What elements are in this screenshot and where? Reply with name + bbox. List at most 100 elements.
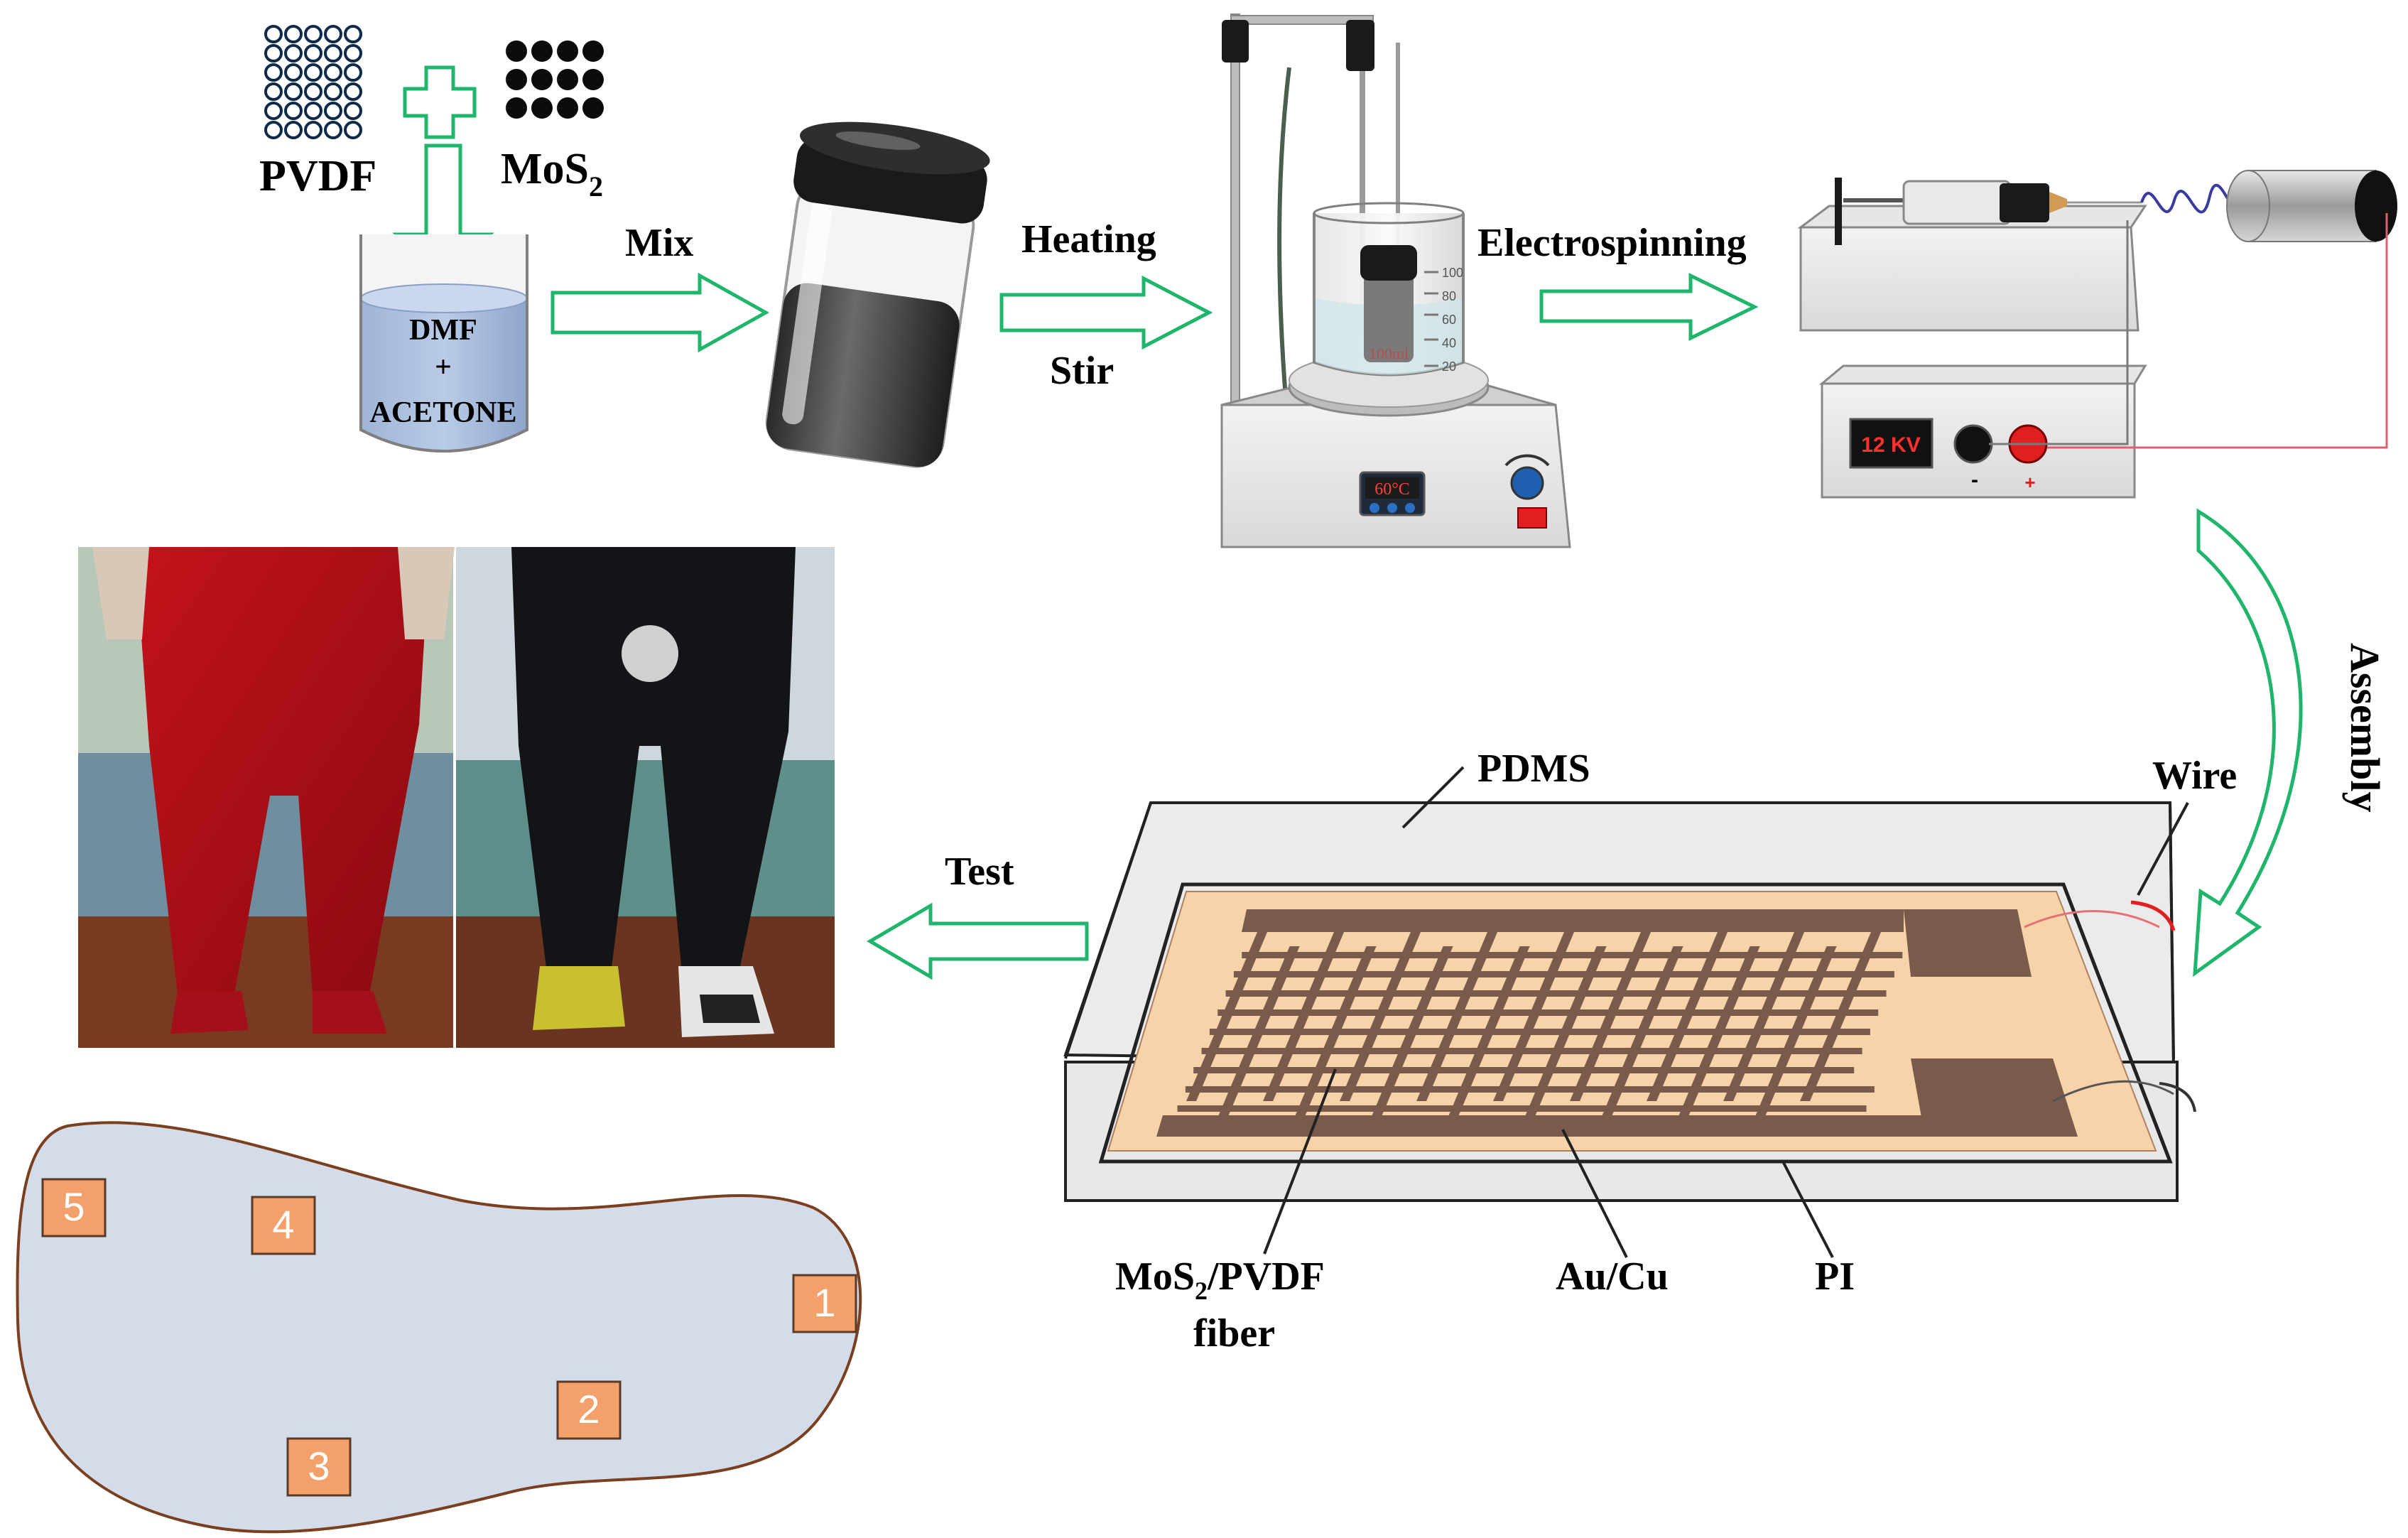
substrate-label: PI: [1815, 1255, 1855, 1299]
sensor-point-1: 1: [792, 1274, 857, 1333]
insole-outline: [16, 1121, 862, 1534]
pvdf-particle: [264, 44, 283, 63]
pvdf-particle: [304, 63, 322, 82]
sensor-point-2: 2: [556, 1380, 622, 1440]
sensor-point-5: 5: [41, 1178, 107, 1238]
sensor-point-label: 2: [577, 1387, 600, 1431]
mos2-particle: [557, 97, 578, 119]
pvdf-particle: [324, 44, 342, 63]
pvdf-particle: [284, 63, 303, 82]
pdms-label: PDMS: [1477, 747, 1590, 791]
pvdf-particle: [304, 44, 322, 63]
solution-jar: [765, 121, 990, 468]
mos2-particle: [506, 40, 527, 62]
beaker-tick-label: 80: [1442, 289, 1456, 303]
test-arrow: [867, 902, 1089, 980]
pvdf-particle: [284, 44, 303, 63]
pvdf-particle: [324, 63, 342, 82]
pvdf-particle: [304, 121, 322, 139]
sensor-points: 1 2 3 4 5: [41, 1178, 857, 1497]
pvdf-particle: [344, 82, 362, 101]
pvdf-particle: [324, 102, 342, 120]
pvdf-particle: [344, 102, 362, 120]
mos2-particle: [531, 97, 553, 119]
mix-label: Mix: [625, 221, 693, 265]
fiber-strand: [1201, 1048, 1862, 1054]
fiber-strand: [1193, 1067, 1855, 1073]
pvdf-particle: [264, 82, 283, 101]
fiber-leader: [1263, 1068, 1337, 1255]
magnetic-stirrer: [1220, 13, 1571, 548]
solvent-plus: +: [435, 351, 452, 384]
beaker-tick-label: 40: [1442, 336, 1456, 350]
hotplate-display: 60°C: [1374, 480, 1410, 499]
pvdf-particle: [344, 63, 362, 82]
solvent-beaker: [359, 234, 528, 453]
sensor-point-label: 1: [813, 1280, 835, 1325]
pvdf-particle: [264, 121, 283, 139]
pvdf-particle: [324, 121, 342, 139]
mos2-particle: [531, 69, 553, 90]
pvdf-particle: [344, 121, 362, 139]
mos2-particle: [582, 97, 604, 119]
fiber-strand: [1225, 990, 1887, 997]
fiber-label-line2: fiber: [1193, 1311, 1275, 1355]
sensor-point-label: 3: [308, 1444, 330, 1488]
fiber-strand: [1209, 1029, 1870, 1035]
mos2-particle: [506, 69, 527, 90]
beaker-volume: 100ml: [1369, 345, 1409, 362]
pvdf-particle: [304, 102, 322, 120]
pvdf-particle: [264, 102, 283, 120]
pvdf-particle: [284, 82, 303, 101]
mos2-particle: [531, 40, 553, 62]
power-plus-label: +: [2024, 472, 2035, 493]
fiber-strand: [1185, 1086, 1875, 1093]
assembly-label: Assembly: [2342, 643, 2388, 812]
pvdf-particle: [284, 102, 303, 120]
test-label: Test: [945, 850, 1014, 894]
interdigital-electrode: [1177, 932, 1903, 1115]
stir-label: Stir: [1050, 349, 1114, 393]
heating-label: Heating: [1021, 217, 1156, 261]
pvdf-particle: [324, 82, 342, 101]
fiber-strand: [1217, 1009, 1879, 1016]
beaker-tick-label: 100: [1442, 266, 1463, 280]
beaker-tick-label: 20: [1442, 359, 1456, 374]
mix-arrow: [551, 272, 770, 353]
sensor-point-label: 5: [63, 1184, 85, 1229]
sensor-point-3: 3: [286, 1437, 352, 1497]
assembly-arrow: [2193, 508, 2303, 978]
mos2-label: MoS2: [501, 145, 603, 202]
pvdf-particle: [344, 44, 362, 63]
electrospinning-arrow: [1539, 272, 1759, 342]
pdms-leader: [1401, 766, 1465, 829]
mos2-particle: [557, 40, 578, 62]
pvdf-particle: [324, 25, 342, 43]
pvdf-particle: [344, 25, 362, 43]
plus-icon: [403, 65, 477, 139]
wire-label: Wire: [2152, 754, 2237, 798]
mos2-particle: [506, 97, 527, 119]
sensor-point-4: 4: [251, 1196, 316, 1255]
beaker-tick-label: 60: [1442, 313, 1456, 327]
wearing-photo: [78, 547, 835, 1048]
electrospinning-setup: [1797, 170, 2397, 499]
pvdf-particle: [304, 25, 322, 43]
heating-arrow: [999, 275, 1213, 350]
pvdf-particle: [284, 25, 303, 43]
pvdf-particles: [264, 25, 362, 139]
power-display: 12 KV: [1861, 433, 1920, 457]
solvent-acetone: ACETONE: [370, 396, 517, 429]
fiber-strand: [1177, 1105, 1867, 1112]
mos2-particles: [506, 40, 604, 119]
solvent-dmf: DMF: [409, 314, 477, 347]
fiber-strand: [1233, 971, 1894, 978]
fiber-strand: [1242, 952, 1903, 958]
pvdf-particle: [264, 63, 283, 82]
mos2-particle: [582, 40, 604, 62]
mos2-particle: [557, 69, 578, 90]
pvdf-particle: [304, 82, 322, 101]
pvdf-particle: [264, 25, 283, 43]
electrode-leader: [1561, 1129, 1628, 1258]
substrate-leader: [1781, 1161, 1834, 1258]
